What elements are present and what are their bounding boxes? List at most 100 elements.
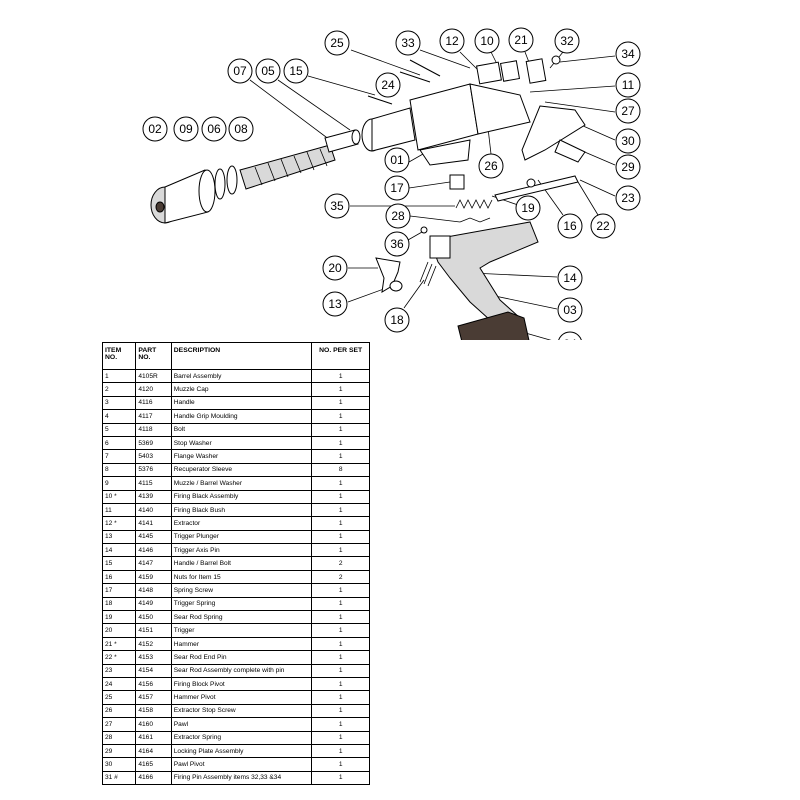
callout-label: 08 — [234, 122, 248, 136]
callout-05: 05 — [255, 58, 281, 84]
callout-label: 18 — [390, 313, 404, 327]
cell-item-no: 17 — [101, 583, 137, 598]
cell-qty: 1 — [311, 476, 370, 491]
callout-label: 22 — [596, 219, 610, 233]
cell-item-no: 16 — [101, 569, 137, 585]
callout-circle — [375, 72, 401, 98]
handle-part — [429, 221, 539, 321]
callout-20: 20 — [322, 255, 348, 281]
cell-qty: 2 — [311, 569, 370, 585]
callout-circle — [322, 291, 348, 317]
header-part-no: PART NO. — [135, 342, 172, 370]
callout-19: 19 — [515, 195, 541, 221]
callout-17: 17 — [384, 175, 410, 201]
cell-description: Recuperator Sleeve — [170, 462, 313, 478]
cell-part-no: 4140 — [135, 502, 172, 518]
callout-36: 36 — [384, 231, 410, 257]
cell-item-no: 19 — [101, 610, 137, 625]
callout-circle — [615, 98, 641, 124]
cell-qty: 2 — [311, 556, 370, 571]
callout-label: 29 — [621, 160, 635, 174]
cell-part-no: 4145 — [135, 529, 172, 545]
cell-part-no: 4165 — [135, 757, 172, 772]
callout-16: 16 — [557, 213, 583, 239]
callout-30: 30 — [615, 128, 641, 154]
callout-33: 33 — [395, 30, 421, 56]
cell-qty: 1 — [311, 676, 370, 692]
cell-description: Bolt — [170, 422, 313, 437]
callout-circle — [478, 153, 504, 179]
callout-circle — [395, 30, 421, 56]
cell-description: Pawl Pivot — [170, 757, 313, 772]
trigger-parts — [375, 257, 437, 293]
callout-label: 16 — [563, 219, 577, 233]
cell-description: Extractor Spring — [170, 730, 313, 745]
parts-table-header-row: ITEM NO. PART NO. DESCRIPTION NO. PER SE… — [101, 342, 370, 370]
firing-block-parts — [367, 55, 586, 163]
cell-part-no: 4157 — [135, 690, 172, 705]
sear-rod-part — [494, 175, 579, 202]
cell-qty: 1 — [311, 690, 370, 705]
callout-24: 24 — [375, 72, 401, 98]
callout-label: 26 — [484, 159, 498, 173]
cell-qty: 1 — [311, 583, 370, 598]
callout-04: 04 — [558, 331, 582, 340]
cell-part-no: 4156 — [135, 676, 172, 692]
callout-circle — [557, 265, 583, 291]
cell-item-no: 20 — [101, 623, 137, 638]
cell-part-no: 4105R — [135, 368, 172, 384]
cell-part-no: 5369 — [135, 435, 172, 451]
cell-qty: 1 — [311, 543, 370, 558]
cell-description: Stop Washer — [170, 435, 313, 451]
cell-description: Extractor — [170, 516, 313, 531]
callout-circle — [283, 58, 309, 84]
callout-22: 22 — [590, 213, 616, 239]
cell-qty: 1 — [311, 743, 370, 759]
cell-item-no: 14 — [101, 543, 137, 558]
cell-part-no: 4161 — [135, 730, 172, 745]
cell-description: Pawl — [170, 717, 313, 732]
callout-circle — [615, 154, 641, 180]
cell-part-no: 4149 — [135, 596, 172, 612]
callout-18: 18 — [384, 307, 410, 333]
cell-description: Flange Washer — [170, 449, 313, 464]
cell-qty: 1 — [311, 770, 370, 786]
callout-label: 15 — [289, 64, 303, 78]
callout-label: 02 — [148, 122, 162, 136]
cell-item-no: 11 — [101, 502, 137, 518]
cell-item-no: 25 — [101, 690, 137, 705]
callout-label: 33 — [401, 36, 415, 50]
cell-qty: 1 — [311, 489, 370, 504]
cell-part-no: 4120 — [135, 382, 172, 397]
cell-item-no: 24 — [101, 676, 137, 692]
cell-qty: 1 — [311, 529, 370, 545]
handle-grip-part — [457, 311, 530, 340]
callout-15: 15 — [283, 58, 309, 84]
callout-circle — [615, 41, 641, 67]
callout-label: 04 — [563, 337, 577, 340]
callout-13: 13 — [322, 291, 348, 317]
callout-label: 11 — [622, 78, 635, 92]
callout-circle — [255, 58, 281, 84]
callout-label: 34 — [621, 47, 635, 61]
cell-item-no: 4 — [101, 409, 137, 424]
cell-qty: 1 — [311, 409, 370, 424]
callout-circle — [324, 30, 350, 56]
callout-circle — [227, 58, 253, 84]
cell-part-no: 5376 — [135, 462, 172, 478]
cell-item-no: 23 — [101, 663, 137, 678]
callout-label: 28 — [391, 209, 405, 223]
callout-circle — [142, 116, 168, 142]
cell-item-no: 26 — [101, 703, 137, 719]
